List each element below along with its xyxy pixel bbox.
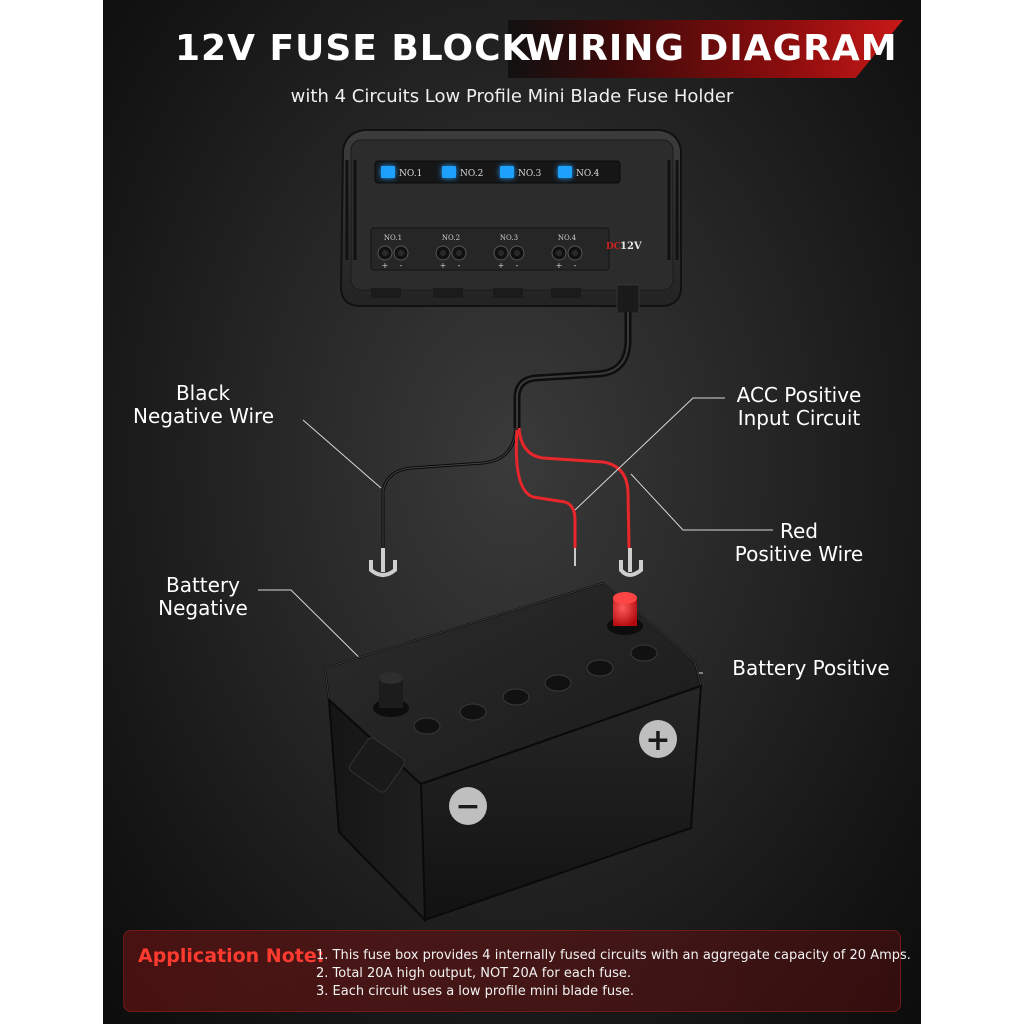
application-note-line: 3. Each circuit uses a low profile mini … xyxy=(316,984,635,999)
dc-label: DC xyxy=(606,242,621,252)
terminal-minus-sign: - xyxy=(400,261,403,270)
callout-battery-negative-line2: Negative xyxy=(158,596,248,620)
terminal-screw-center xyxy=(456,250,462,256)
application-note-line: 2. Total 20A high output, NOT 20A for ea… xyxy=(316,966,632,981)
callout-acc-positive-input: ACC Positive Input Circuit xyxy=(729,384,869,430)
callout-black-negative-line1: Black xyxy=(175,381,231,405)
terminal-minus-sign: - xyxy=(516,261,519,270)
wire-connector xyxy=(616,284,640,314)
terminal-group-label: NO.4 xyxy=(558,234,577,242)
battery-handle xyxy=(348,737,406,793)
terminal-minus-sign: - xyxy=(458,261,461,270)
diagram-panel: 12V FUSE BLOCK WIRING DIAGRAM with 4 Cir… xyxy=(103,0,921,1024)
callout-red-positive-line1: Red xyxy=(780,519,818,543)
terminal-screw-center xyxy=(498,250,504,256)
indicator-led xyxy=(442,166,456,178)
indicator-label: NO.1 xyxy=(399,169,422,179)
battery-minus-symbol: − xyxy=(455,789,480,824)
terminal-plus-sign: + xyxy=(498,261,505,270)
terminal-row: NO.1 + - NO.2 + - NO.3 + - NO.4 + - xyxy=(377,234,583,270)
terminal-plus-sign: + xyxy=(382,261,389,270)
terminal-plus-sign: + xyxy=(440,261,447,270)
terminal-screw-center xyxy=(440,250,446,256)
battery-plus-badge xyxy=(639,720,677,758)
application-note-line: 1. This fuse box provides 4 internally f… xyxy=(316,948,911,963)
callout-battery-positive: Battery Positive xyxy=(732,656,890,680)
leader-black-negative xyxy=(302,419,382,489)
vent-left xyxy=(345,160,357,260)
callout-battery-negative: Battery Negative xyxy=(148,574,258,620)
title-red-accent xyxy=(508,20,903,78)
callout-acc-positive-line2: Input Circuit xyxy=(737,406,861,430)
application-note-heading: Application Note: xyxy=(138,945,325,967)
bottom-ribs xyxy=(371,288,581,298)
indicator-label: NO.3 xyxy=(518,169,542,179)
callout-red-positive-line2: Positive Wire xyxy=(734,542,864,566)
indicator-led xyxy=(558,166,572,178)
leader-battery-negative xyxy=(258,589,386,684)
callout-black-negative-wire: Black Negative Wire xyxy=(133,381,275,428)
callout-battery-negative-line1: Battery xyxy=(165,573,241,597)
terminal-panel xyxy=(370,227,610,271)
voltage-label: 12V xyxy=(620,241,642,252)
indicator-label: NO.4 xyxy=(576,169,600,179)
leader-acc-positive xyxy=(574,397,725,511)
black-negative-wire xyxy=(381,427,518,548)
battery: + − xyxy=(323,581,703,923)
battery-positive-terminal xyxy=(607,592,643,635)
terminal-screw-center xyxy=(514,250,520,256)
application-note-lines: 1. This fuse box provides 4 internally f… xyxy=(316,947,911,1001)
battery-cell-caps xyxy=(413,644,658,735)
indicator-led xyxy=(381,166,395,178)
terminal-screw-center xyxy=(398,250,404,256)
red-positive-wire xyxy=(517,427,631,549)
battery-plus-symbol: + xyxy=(645,723,670,758)
indicator-led xyxy=(500,166,514,178)
callout-black-negative-line2: Negative Wire xyxy=(133,404,275,428)
terminal-screw-center xyxy=(556,250,562,256)
callout-acc-positive-line1: ACC Positive xyxy=(736,383,862,407)
terminal-plus-sign: + xyxy=(556,261,563,270)
terminal-screw-center xyxy=(382,250,388,256)
terminal-screw-center xyxy=(572,250,578,256)
subtitle: with 4 Circuits Low Profile Mini Blade F… xyxy=(290,86,734,107)
title-wiring-diagram: WIRING DIAGRAM xyxy=(525,28,898,69)
indicator-label: NO.2 xyxy=(460,169,483,179)
terminal-group-label: NO.1 xyxy=(384,234,402,242)
battery-negative-terminal xyxy=(373,672,409,717)
negative-fork-terminal xyxy=(369,548,397,577)
callout-red-positive-wire: Red Positive Wire xyxy=(729,520,869,566)
terminal-minus-sign: - xyxy=(574,261,577,270)
terminal-group-label: NO.3 xyxy=(500,234,518,242)
vent-right xyxy=(667,160,679,260)
wire-harness xyxy=(381,312,632,566)
title-banner: 12V FUSE BLOCK WIRING DIAGRAM xyxy=(103,0,921,100)
title-fuse-block: 12V FUSE BLOCK xyxy=(175,28,531,69)
indicator-row: NO.1 NO.2 NO.3 NO.4 xyxy=(381,166,600,179)
terminal-group-label: NO.2 xyxy=(442,234,460,242)
acc-positive-wire xyxy=(514,429,577,548)
battery-minus-badge xyxy=(449,787,487,825)
leader-red-positive xyxy=(630,473,773,531)
positive-fork-terminal xyxy=(619,548,643,577)
application-note: Application Note: 1. This fuse box provi… xyxy=(123,930,911,1012)
